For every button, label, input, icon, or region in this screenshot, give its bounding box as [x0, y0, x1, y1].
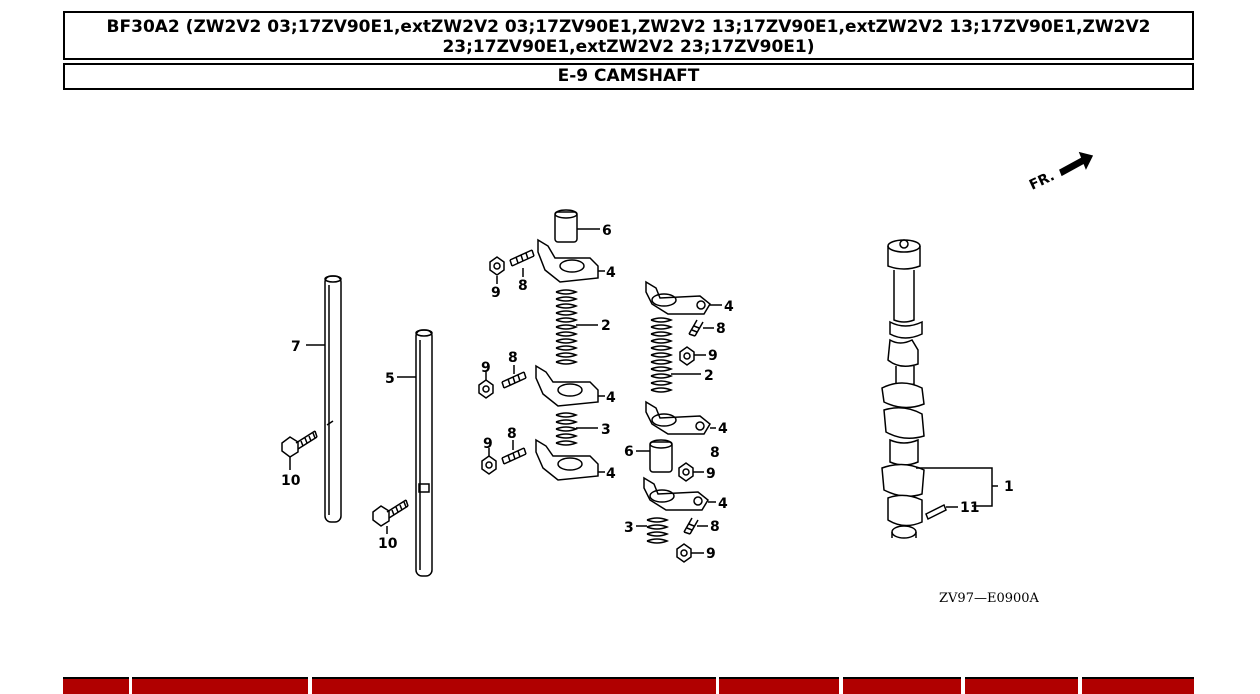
callout-4-b: 4 [606, 390, 616, 406]
rocker-arm-4-b[interactable] [535, 364, 599, 407]
callout-4-c: 4 [606, 466, 616, 482]
callout-9-c: 9 [483, 436, 493, 452]
callout-labels: FR. ZV97—E0900A 1 2 2 3 3 4 4 4 4 4 4 5 … [281, 168, 1057, 606]
adjust-screw-8-e[interactable] [683, 517, 699, 535]
callout-3-b: 3 [624, 520, 634, 536]
callout-7: 7 [291, 339, 301, 355]
callout-10-a: 10 [281, 473, 301, 489]
bolt-10-right[interactable] [372, 499, 409, 527]
spring-3-a[interactable] [555, 412, 579, 446]
model-title-line1: BF30A2 (ZW2V2 03;17ZV90E1,extZW2V2 03;17… [106, 17, 1151, 37]
callout-3-a: 3 [601, 422, 611, 438]
lock-nut-9-b[interactable] [478, 379, 494, 399]
table-header-cell [312, 677, 716, 694]
callout-6-a: 6 [602, 223, 612, 239]
model-title: BF30A2 (ZW2V2 03;17ZV90E1,extZW2V2 03;17… [63, 11, 1194, 60]
collar-6-top[interactable] [554, 209, 578, 243]
callout-8-d: 8 [716, 321, 726, 337]
table-header-cell [132, 677, 308, 694]
callout-4-a: 4 [606, 265, 616, 281]
rocker-arm-4-d[interactable] [645, 280, 711, 315]
lock-nut-9-c[interactable] [481, 455, 497, 475]
callout-8-f: 8 [710, 519, 720, 535]
table-header-cell [843, 677, 961, 694]
callout-4-f: 4 [718, 496, 728, 512]
callout-1: 1 [1004, 479, 1014, 495]
drawing-code: ZV97—E0900A [939, 591, 1040, 606]
adjust-screw-8-d[interactable] [688, 319, 704, 337]
rocker-shaft-7[interactable] [324, 275, 342, 523]
callout-8-c: 8 [507, 426, 517, 442]
callout-4-e: 4 [718, 421, 728, 437]
section-title: E-9 CAMSHAFT [63, 63, 1194, 90]
callout-9-b: 9 [481, 360, 491, 376]
camshaft-1[interactable] [881, 239, 925, 539]
model-title-line2: 23;17ZV90E1,extZW2V2 23;17ZV90E1) [442, 37, 815, 57]
parts-diagram: FR. ZV97—E0900A 1 2 2 3 3 4 4 4 4 4 4 5 … [281, 151, 1094, 606]
table-header-cell [719, 677, 839, 694]
collar-6-bottom[interactable] [649, 439, 673, 473]
callout-9-d: 9 [708, 348, 718, 364]
callout-10-b: 10 [378, 536, 398, 552]
dowel-pin-11[interactable] [925, 503, 947, 521]
callout-2-a: 2 [601, 318, 611, 334]
rocker-arm-4-a[interactable] [537, 238, 599, 283]
table-header-cell [965, 677, 1078, 694]
front-direction-label: FR. [1027, 168, 1057, 193]
spring-2-b[interactable] [650, 317, 674, 393]
adjust-screw-8-c[interactable] [501, 447, 527, 465]
table-header-cell [1082, 677, 1194, 694]
callout-6-b: 6 [624, 444, 634, 460]
spring-3-b[interactable] [646, 517, 670, 544]
callout-9-e: 9 [706, 466, 716, 482]
rocker-arm-4-f[interactable] [643, 476, 709, 511]
callout-2-b: 2 [704, 368, 714, 384]
spring-2-a[interactable] [555, 289, 579, 365]
callout-8-b: 8 [508, 350, 518, 366]
callout-8-a: 8 [518, 278, 528, 294]
bolt-10-left[interactable] [281, 430, 318, 458]
lock-nut-9-f[interactable] [676, 543, 692, 563]
lock-nut-9-d[interactable] [679, 346, 695, 366]
adjust-screw-8-a[interactable] [509, 249, 535, 267]
rocker-arm-4-c[interactable] [535, 438, 599, 481]
callout-9-f: 9 [706, 546, 716, 562]
callout-11: 11 [960, 500, 979, 516]
lock-nut-9-e[interactable] [678, 462, 694, 482]
table-header-cell [63, 677, 129, 694]
adjust-screw-8-b[interactable] [501, 371, 527, 389]
callout-4-d: 4 [724, 299, 734, 315]
lock-nut-9-a[interactable] [489, 256, 505, 276]
rocker-arm-4-e[interactable] [645, 400, 711, 435]
rocker-shaft-5[interactable] [415, 329, 433, 577]
callout-5: 5 [385, 371, 395, 387]
callout-8-e: 8 [710, 445, 720, 461]
front-direction-arrow-icon [1059, 151, 1094, 177]
callout-9-a: 9 [491, 285, 501, 301]
